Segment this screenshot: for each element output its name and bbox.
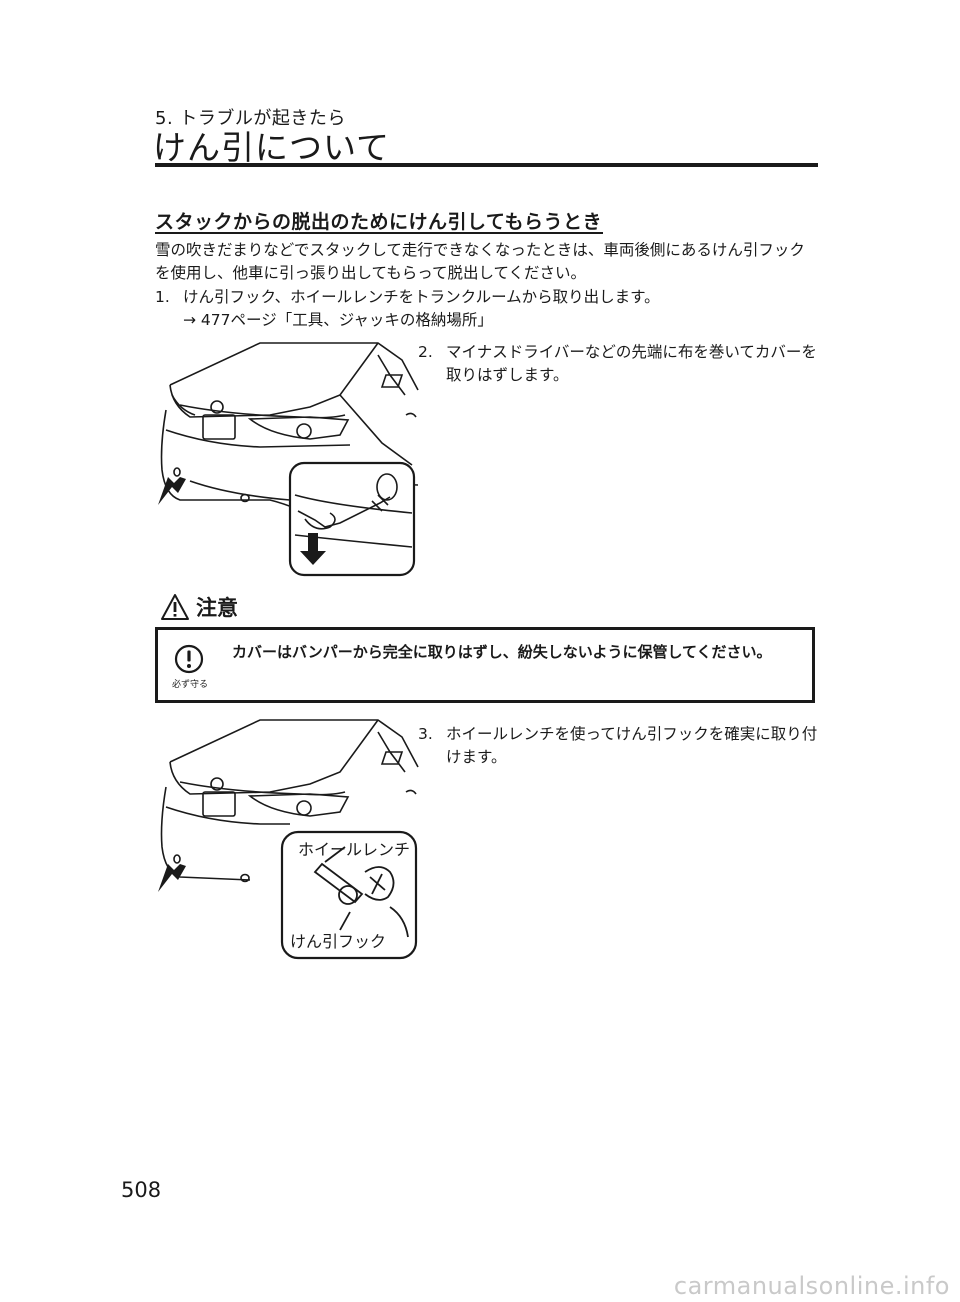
section-underline — [155, 232, 603, 234]
caution-label: 注意 — [196, 596, 238, 620]
step-number: 1. — [155, 288, 170, 306]
caution-text: カバーはバンパーから完全に取りはずし、紛失しないように保管してください。 — [232, 643, 772, 661]
must-follow-label: 必ず守る — [172, 680, 209, 690]
page-number: 508 — [121, 1178, 162, 1202]
step-2: 2. マイナスドライバーなどの先端に布を巻いてカバーを取りはずします。 — [418, 341, 822, 387]
page-reference-link[interactable]: → 477ページ「工具、ジャッキの格納場所」 — [183, 311, 493, 329]
chapter-heading: 5. トラブルが起きたら — [155, 108, 346, 129]
wheel-wrench-callout: ホイールレンチ — [298, 840, 410, 859]
tow-hook-callout: けん引フック — [290, 932, 386, 951]
rear-cover-removal-illustration — [158, 342, 419, 577]
caution-header: 注意 — [160, 592, 238, 622]
step-3: 3. ホイールレンチを使ってけん引フックを確実に取り付けます。 — [418, 723, 822, 769]
page-title: けん引について — [153, 128, 391, 167]
watermark-text[interactable]: carmanualsonline.info — [673, 1272, 950, 1300]
step-number: 3. — [418, 725, 433, 743]
step-text: マイナスドライバーなどの先端に布を巻いてカバーを取りはずします。 — [446, 343, 817, 384]
warning-triangle-icon — [161, 594, 189, 620]
title-rule — [155, 163, 818, 167]
step-text: けん引フック、ホイールレンチをトランクルームから取り出します。 — [183, 288, 660, 306]
caution-box: 必ず守る カバーはバンパーから完全に取りはずし、紛失しないように保管してください… — [155, 627, 815, 703]
watermark-bar: carmanualsonline.info — [0, 1272, 960, 1302]
tow-hook-install-illustration: ホイールレンチ けん引フック — [158, 719, 419, 960]
step-number: 2. — [418, 343, 433, 361]
section-heading: スタックからの脱出のためにけん引してもらうとき — [155, 211, 602, 233]
step-text: ホイールレンチを使ってけん引フックを確実に取り付けます。 — [446, 725, 818, 766]
step-1: 1. けん引フック、ホイールレンチをトランクルームから取り出します。 — [155, 286, 660, 309]
exclamation-circle-icon — [174, 644, 204, 674]
intro-paragraph: 雪の吹きだまりなどでスタックして走行できなくなったときは、車両後側にあるけん引フ… — [155, 241, 805, 282]
